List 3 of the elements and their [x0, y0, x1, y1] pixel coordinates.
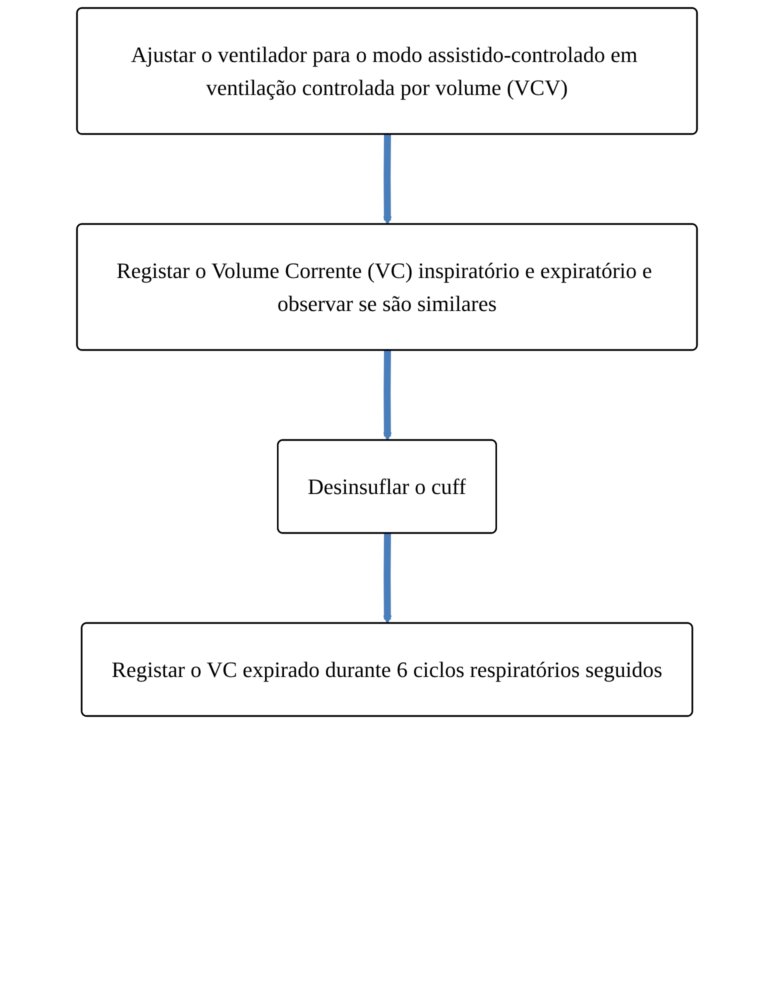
arrow: [383, 350, 392, 441]
arrow: [383, 134, 392, 225]
arrow: [383, 533, 392, 624]
